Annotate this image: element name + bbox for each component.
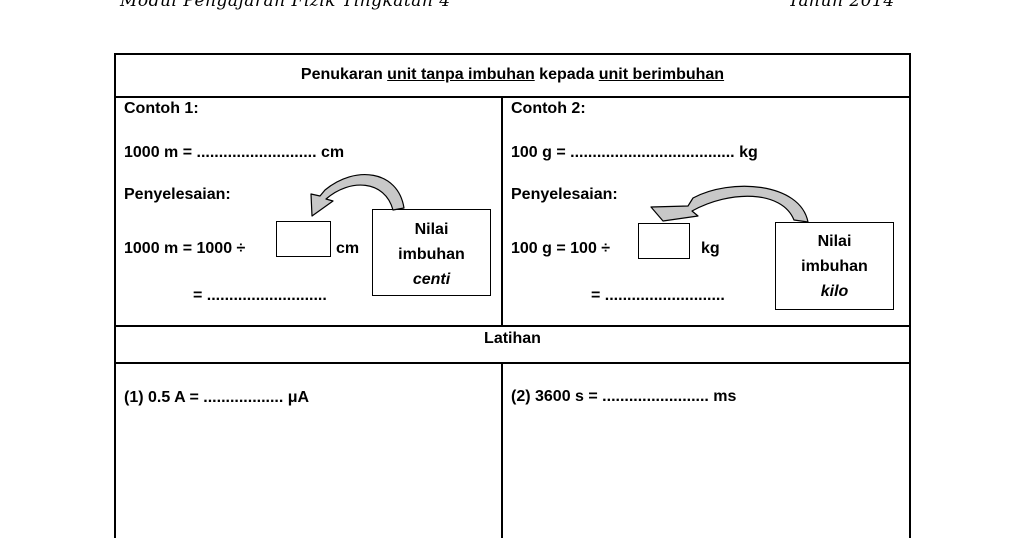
- example2-step1: 100 g = 100 ÷: [511, 240, 611, 257]
- example1-question: 1000 m = ........................... cm: [124, 144, 345, 161]
- title-text-2: unit tanpa imbuhan: [387, 66, 535, 83]
- example1-solution-label: Penyelesaian:: [124, 186, 231, 203]
- example2-note-line2: imbuhan: [801, 258, 868, 275]
- title-text-1: Penukaran: [300, 66, 388, 83]
- table-rule-title: [114, 96, 911, 98]
- example2-question: 100 g = ................................…: [511, 144, 758, 161]
- page-header-title: Modul Pengajaran Fizik Tingkatan 4: [120, 0, 451, 11]
- table-border-top: [114, 53, 911, 55]
- example1-note-line1: Nilai: [414, 221, 449, 238]
- example2-step2: = ...........................: [591, 287, 725, 304]
- example1-prefix-note: Nilai imbuhan centi: [372, 209, 491, 296]
- page-header-year: Tahun 2014: [788, 0, 895, 11]
- example1-step1-unit: cm: [336, 240, 360, 257]
- table-border-left: [114, 53, 116, 538]
- example1-note-line2: imbuhan: [398, 246, 465, 263]
- table-divider-practice: [501, 362, 503, 538]
- example2-answer-box[interactable]: [638, 223, 690, 259]
- example2-solution-label: Penyelesaian:: [511, 186, 618, 203]
- table-rule-practice: [114, 362, 911, 364]
- example2-note-line1: Nilai: [817, 233, 852, 250]
- practice-question-2: (2) 3600 s = ........................ ms: [511, 388, 737, 405]
- title-text-4: unit berimbuhan: [598, 66, 725, 83]
- example1-step2: = ...........................: [193, 287, 327, 304]
- example1-step1: 1000 m = 1000 ÷: [124, 240, 246, 257]
- table-rule-examples: [114, 325, 911, 327]
- example2-prefix-note: Nilai imbuhan kilo: [775, 222, 894, 310]
- practice-question-1: (1) 0.5 A = .................. μA: [124, 389, 310, 406]
- example1-answer-box[interactable]: [276, 221, 331, 257]
- example2-curved-arrow-icon: [650, 185, 809, 223]
- table-divider-examples: [501, 96, 503, 326]
- example2-heading: Contoh 2:: [511, 100, 586, 117]
- table-border-right: [909, 53, 911, 538]
- practice-heading: Latihan: [484, 330, 541, 347]
- example1-curved-arrow-icon: [310, 174, 405, 217]
- example2-step1-unit: kg: [701, 240, 720, 257]
- title-text-3: kepada: [534, 66, 599, 83]
- example2-note-line3: kilo: [820, 283, 849, 300]
- table-title: Penukaran unit tanpa imbuhan kepada unit…: [114, 67, 911, 83]
- example1-note-line3: centi: [412, 271, 451, 288]
- example1-heading: Contoh 1:: [124, 100, 199, 117]
